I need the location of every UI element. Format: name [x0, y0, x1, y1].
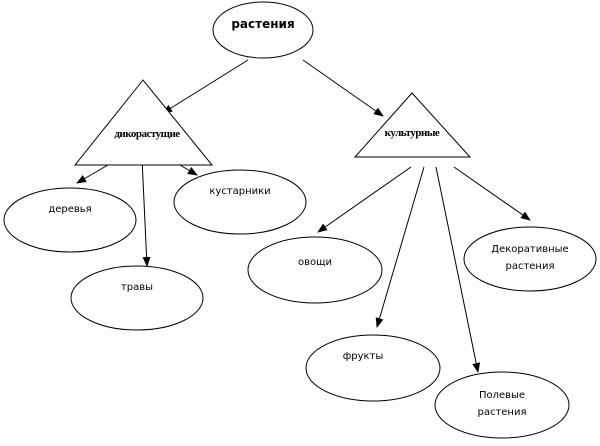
edge-plants-cultivated: [302, 59, 384, 117]
edge-cultivated-decorative: [453, 166, 531, 221]
node-field-label-line2: растения: [477, 407, 526, 418]
node-decorative-label-line1: Декоративные: [491, 244, 568, 255]
node-field: Полевые растения: [434, 371, 570, 439]
node-decorative: Декоративные растения: [463, 226, 597, 292]
edge-plants-wild: [162, 59, 249, 114]
edge-cultivated-field: [435, 166, 481, 373]
node-trees: деревья: [3, 187, 137, 253]
edge-wild-grasses: [141, 157, 151, 267]
node-decorative-label-line2: растения: [505, 261, 554, 272]
node-plants-label: растения: [231, 17, 294, 31]
node-wild-label: дикорастущие: [114, 128, 180, 140]
node-grasses-label: травы: [121, 282, 153, 293]
node-vegetables: овощи: [247, 236, 383, 304]
node-shrubs-label: кустарники: [209, 186, 270, 197]
edge-cultivated-fruits: [375, 166, 425, 328]
node-plants: растения: [212, 1, 314, 59]
node-cultivated: культурные: [353, 92, 472, 158]
node-grasses: травы: [70, 265, 204, 331]
node-wild: дикорастущие: [73, 79, 214, 166]
edge-cultivated-vegetables: [317, 166, 412, 233]
node-fruits: фрукты: [305, 334, 441, 402]
node-fruits-label: фрукты: [343, 351, 384, 362]
node-cultivated-label: культурные: [385, 127, 440, 139]
node-vegetables-label: овощи: [298, 257, 332, 268]
node-trees-label: деревья: [48, 204, 91, 215]
node-shrubs: кустарники: [173, 169, 307, 235]
node-field-label-line1: Полевые: [479, 390, 525, 401]
